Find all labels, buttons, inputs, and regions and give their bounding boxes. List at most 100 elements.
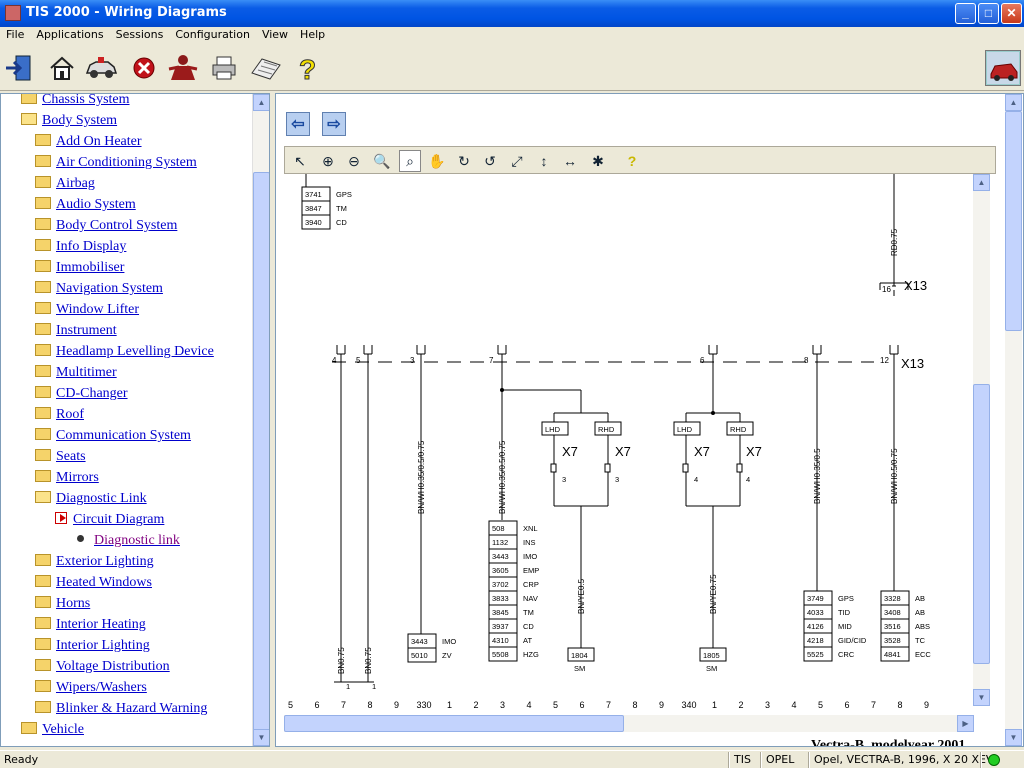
tree-item[interactable]: Voltage Distribution xyxy=(35,659,170,679)
menu-applications[interactable]: Applications xyxy=(36,28,104,41)
tree-item[interactable]: Info Display xyxy=(35,239,126,259)
menu-help[interactable]: Help xyxy=(300,28,326,41)
vehicle-icon[interactable] xyxy=(84,52,118,84)
zoom-out-icon[interactable]: ⊖ xyxy=(348,152,360,169)
menu-file[interactable]: File xyxy=(6,28,25,41)
select-icon[interactable]: ↖ xyxy=(294,152,306,169)
folder-icon xyxy=(35,470,51,482)
tree-item[interactable]: Circuit Diagram xyxy=(55,512,164,532)
scroll-down-button[interactable]: ▼ xyxy=(253,729,269,746)
diagram-vthumb[interactable] xyxy=(973,384,990,664)
tree-item[interactable]: Seats xyxy=(35,449,86,469)
zoom-window-icon[interactable]: ⌕ xyxy=(399,150,421,172)
tree-item[interactable]: Airbag xyxy=(35,176,95,196)
ruler-label: 7 xyxy=(606,700,611,710)
viewer-scroll-down[interactable]: ▼ xyxy=(1005,729,1022,746)
tree-item[interactable]: Multitimer xyxy=(35,365,117,385)
pin-label: 1 xyxy=(346,682,350,691)
diagram-footer-text: Vectra-B, modelyear 2001 xyxy=(811,738,966,747)
pin-box xyxy=(550,463,557,473)
print-icon[interactable] xyxy=(207,52,241,84)
ruler-label: 7 xyxy=(341,700,346,710)
tree-item[interactable]: Navigation System xyxy=(35,281,163,301)
tree-item[interactable]: Body Control System xyxy=(35,218,177,238)
exit-icon[interactable] xyxy=(2,52,36,84)
tree-item[interactable]: Vehicle xyxy=(21,722,84,742)
tree-item[interactable]: Wipers/Washers xyxy=(35,680,147,700)
tree-item[interactable]: Add On Heater xyxy=(35,134,142,154)
tree-item[interactable]: Mirrors xyxy=(35,470,99,490)
menu-configuration[interactable]: Configuration xyxy=(175,28,250,41)
tree-item[interactable]: Heated Windows xyxy=(35,575,152,595)
tree-item[interactable]: Exterior Lighting xyxy=(35,554,154,574)
diagram-scroll-up[interactable]: ▲ xyxy=(973,174,990,191)
scroll-thumb[interactable] xyxy=(253,172,269,732)
tree-item[interactable]: Diagnostic Link xyxy=(35,491,147,511)
tree-item[interactable]: Diagnostic link xyxy=(77,533,180,553)
connector-label: RHD xyxy=(730,425,747,434)
fit-all-icon[interactable]: ⤢ xyxy=(511,152,523,169)
stop-icon[interactable] xyxy=(127,52,161,84)
connector-label: X13 xyxy=(904,278,927,293)
tree-item[interactable]: Body System xyxy=(21,113,117,133)
tree-item[interactable]: Immobiliser xyxy=(35,260,124,280)
diagram-scroll-down[interactable]: ▼ xyxy=(973,689,990,706)
tree-item[interactable]: Window Lifter xyxy=(35,302,139,322)
close-button[interactable]: ✕ xyxy=(1001,3,1022,24)
tree-item[interactable]: Audio System xyxy=(35,197,136,217)
fit-width-icon[interactable]: ↔ xyxy=(563,153,577,169)
viewer-vthumb[interactable] xyxy=(1005,111,1022,331)
person-icon[interactable] xyxy=(166,52,200,84)
folder-icon xyxy=(35,302,51,314)
tree-item[interactable]: CD-Changer xyxy=(35,386,128,406)
folder-icon xyxy=(35,554,51,566)
car-image-icon[interactable] xyxy=(985,50,1021,86)
diagram-hscroll[interactable]: ▶ xyxy=(284,715,974,732)
fit-height-icon[interactable]: ↕ xyxy=(540,153,548,169)
help-icon[interactable]: ? xyxy=(627,153,637,169)
maximize-button[interactable]: □ xyxy=(978,3,999,24)
tree-item[interactable]: Roof xyxy=(35,407,84,427)
folder-icon xyxy=(21,94,37,104)
highlight-icon[interactable]: ✱ xyxy=(592,152,604,169)
help-icon[interactable]: ? xyxy=(290,52,324,84)
menu-view[interactable]: View xyxy=(261,28,289,41)
rotate-cw-icon[interactable]: ↻ xyxy=(458,152,470,169)
ref-code: 3702 xyxy=(492,580,509,589)
tree-item[interactable]: Air Conditioning System xyxy=(35,155,197,175)
ref-code: 1805 xyxy=(703,651,720,660)
menu-sessions[interactable]: Sessions xyxy=(115,28,164,41)
pan-icon[interactable]: ✋ xyxy=(428,152,446,169)
tree-item[interactable]: Blinker & Hazard Warning xyxy=(35,701,207,721)
rotate-ccw-icon[interactable]: ↺ xyxy=(484,152,496,169)
pin-box xyxy=(736,463,743,473)
home-icon[interactable] xyxy=(45,52,79,84)
keyboard-icon[interactable] xyxy=(248,52,282,84)
tree-item[interactable]: Interior Heating xyxy=(35,617,146,637)
diagram-scroll-right[interactable]: ▶ xyxy=(957,715,974,732)
scroll-up-button[interactable]: ▲ xyxy=(253,94,269,111)
forward-button[interactable]: ⇨ xyxy=(322,112,346,136)
find-icon[interactable]: 🔍 xyxy=(373,152,391,169)
tree-item-label: Interior Lighting xyxy=(56,638,150,653)
viewer-vscroll[interactable]: ▲ ▼ xyxy=(1005,94,1022,746)
diagram-vscroll[interactable]: ▲ ▼ xyxy=(973,174,990,706)
ref-text: TM xyxy=(336,204,347,213)
minimize-button[interactable]: _ xyxy=(955,3,976,24)
tree-item[interactable]: Chassis System xyxy=(21,94,130,112)
tree-item[interactable]: Instrument xyxy=(35,323,117,343)
folder-icon xyxy=(21,722,37,734)
tree-item[interactable]: Communication System xyxy=(35,428,191,448)
back-button[interactable]: ⇦ xyxy=(286,112,310,136)
tree-item[interactable]: Headlamp Levelling Device xyxy=(35,344,214,364)
viewer-scroll-up[interactable]: ▲ xyxy=(1005,94,1022,111)
tree-item[interactable]: Interior Lighting xyxy=(35,638,150,658)
sm-box xyxy=(567,647,595,662)
ref-text: SM xyxy=(574,664,585,673)
pin-label: 3 xyxy=(615,475,619,484)
diagram-hthumb[interactable] xyxy=(284,715,624,732)
tree-scrollbar[interactable]: ▲ ▼ xyxy=(252,94,269,746)
tree-item[interactable]: Horns xyxy=(35,596,90,616)
zoom-in-icon[interactable]: ⊕ xyxy=(322,152,334,169)
